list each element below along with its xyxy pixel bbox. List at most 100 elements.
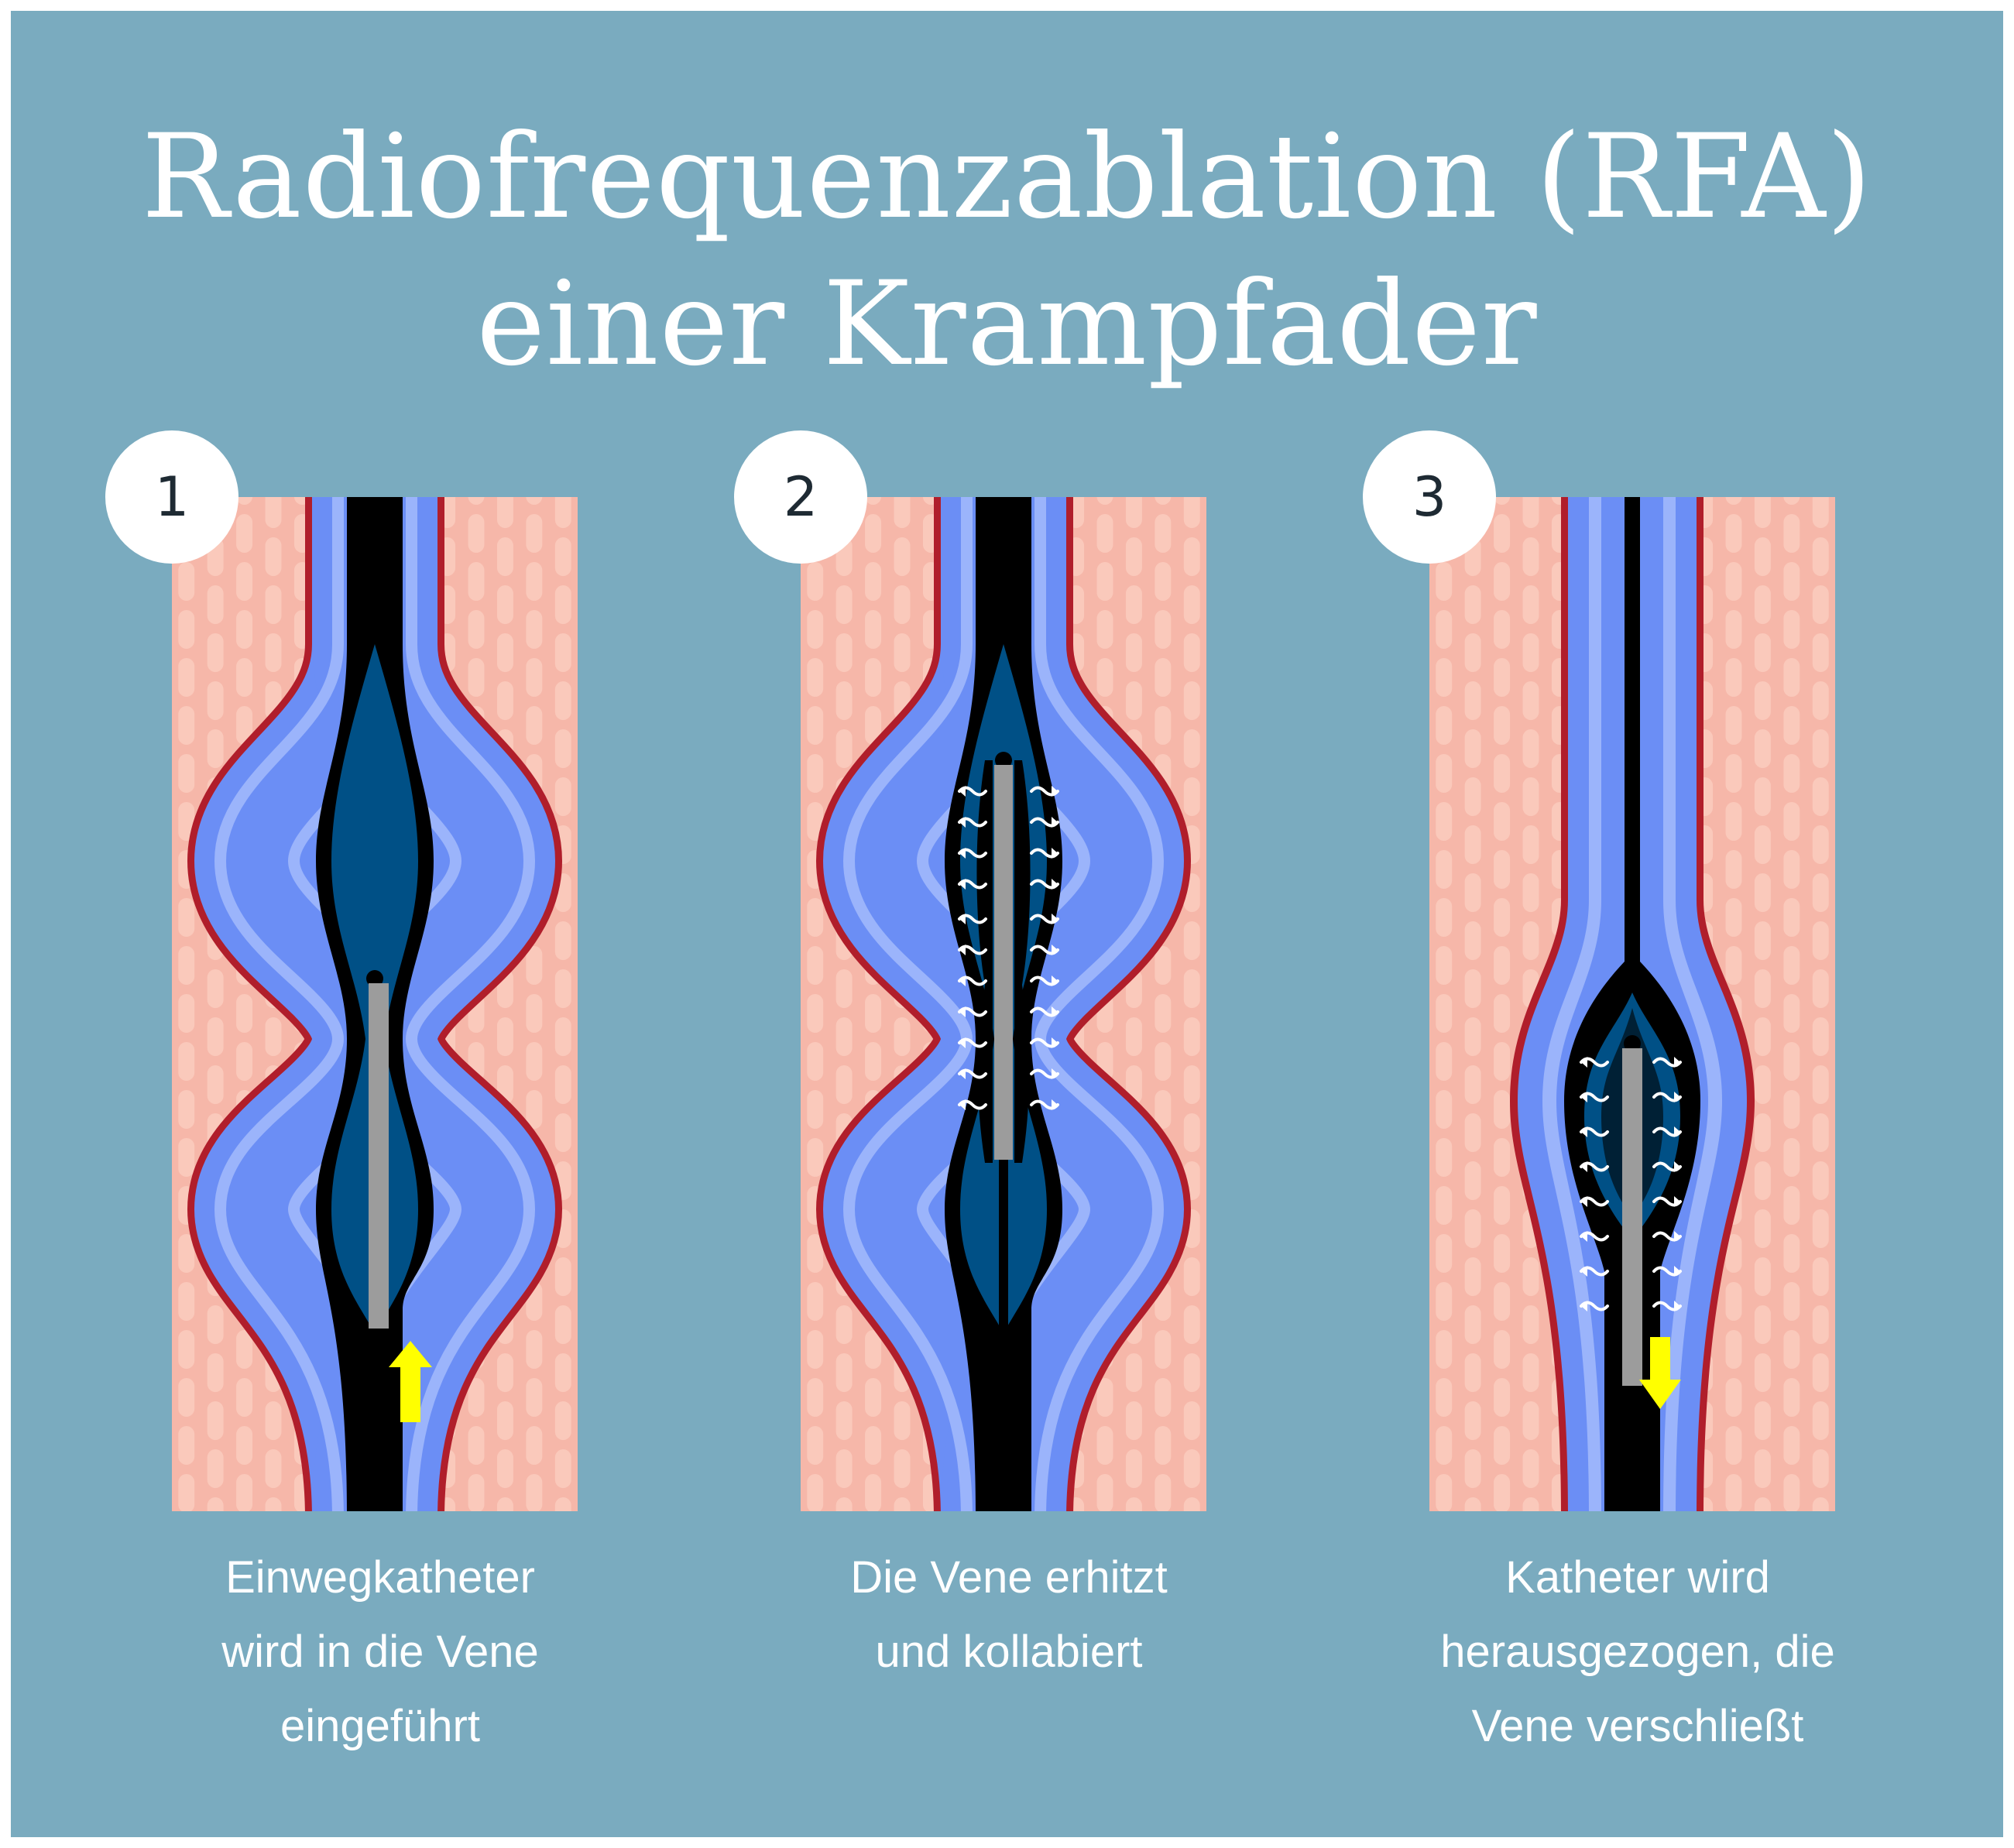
tissue-cell: [468, 562, 485, 601]
tissue-cell: [1125, 1401, 1142, 1440]
tissue-cell: [178, 1090, 195, 1129]
heat-wave-arrowhead: [1674, 1301, 1680, 1311]
tissue-cell: [178, 994, 195, 1033]
tissue-cell: [1754, 681, 1771, 720]
tissue-cell: [1725, 1378, 1742, 1417]
tissue-cell: [1436, 706, 1453, 745]
tissue-cell: [1464, 1065, 1481, 1104]
tissue-cell: [178, 610, 195, 649]
tissue-cell: [1464, 873, 1481, 912]
tissue-cell: [1783, 1378, 1800, 1417]
tissue-cell: [835, 1353, 853, 1392]
tissue-cell: [1464, 825, 1481, 864]
heat-wave-arrowhead: [1581, 1266, 1587, 1277]
heat-wave-arrowhead: [959, 817, 966, 828]
tissue-cell: [1436, 1234, 1453, 1273]
tissue-cell: [1464, 1161, 1481, 1200]
tissue-cell: [1494, 802, 1511, 841]
tissue-cell: [526, 562, 543, 601]
tissue-cell: [1754, 1353, 1771, 1392]
tissue-cell: [178, 1282, 195, 1321]
tissue-cell: [1096, 497, 1113, 505]
tissue-cell: [1183, 921, 1200, 960]
tissue-cell: [1436, 1426, 1453, 1465]
tissue-cell: [1096, 610, 1113, 649]
tissue-cell: [1754, 969, 1771, 1008]
tissue-cell: [1183, 1113, 1200, 1152]
tissue-cell: [554, 1017, 571, 1056]
tissue-cell: [554, 681, 571, 720]
tissue-cell: [1812, 537, 1829, 576]
tissue-cell: [1725, 1474, 1742, 1511]
tissue-cell: [1522, 1257, 1539, 1296]
tissue-cell: [894, 585, 911, 624]
tissue-cell: [1754, 777, 1771, 816]
caption-line: eingeführt: [280, 1701, 480, 1751]
tissue-cell: [1783, 1234, 1800, 1273]
tissue-cell: [1464, 1497, 1481, 1511]
tissue-cell: [1464, 1017, 1481, 1056]
tissue-cell: [554, 633, 571, 672]
tissue-cell: [894, 537, 911, 576]
tissue-cell: [1725, 754, 1742, 793]
tissue-cell: [835, 1497, 853, 1511]
tissue-cell: [236, 497, 253, 505]
tissue-cell: [835, 585, 853, 624]
tissue-cell: [1125, 585, 1142, 624]
tissue-cell: [1754, 1449, 1771, 1488]
heat-wave-arrowhead: [1581, 1196, 1587, 1207]
heat-wave-arrowhead: [959, 914, 966, 924]
tissue-cell: [1754, 1209, 1771, 1248]
tissue-cell: [236, 1042, 253, 1081]
tissue-cell: [1494, 946, 1511, 985]
tissue-cell: [178, 1426, 195, 1465]
tissue-cell: [1436, 1474, 1453, 1511]
tissue-cell: [1522, 1497, 1539, 1511]
step-caption: Die Vene erhitzt und kollabiert: [769, 1541, 1249, 1689]
tissue-cell: [807, 754, 824, 793]
tissue-cell: [1494, 706, 1511, 745]
heat-wave-arrowhead: [1674, 1126, 1680, 1137]
tissue-cell: [1725, 1426, 1742, 1465]
tissue-cell: [1494, 610, 1511, 649]
tissue-cell: [865, 610, 882, 649]
tissue-cell: [265, 1017, 282, 1056]
page-title: Radiofrequenzablation (RFA) einer Krampf…: [11, 104, 2003, 398]
tissue-cell: [1754, 1305, 1771, 1344]
tissue-cell: [207, 585, 224, 624]
tissue-cell: [865, 658, 882, 697]
tissue-cell: [1783, 754, 1800, 793]
tissue-cell: [865, 514, 882, 553]
tissue-cell: [1725, 946, 1742, 985]
tissue-cell: [835, 1305, 853, 1344]
tissue-cell: [1783, 658, 1800, 697]
tissue-cell: [1436, 946, 1453, 985]
tissue-cell: [236, 1426, 253, 1465]
tissue-cell: [1522, 681, 1539, 720]
step-caption: Katheter wird herausgezogen, die Vene ve…: [1398, 1541, 1878, 1764]
tissue-cell: [1464, 777, 1481, 816]
tissue-cell: [178, 658, 195, 697]
vein-illustration-2: [801, 497, 1206, 1511]
tissue-cell: [1812, 1113, 1829, 1152]
tissue-cell: [807, 706, 824, 745]
heat-wave-arrowhead: [1674, 1161, 1680, 1172]
step-panel-3: 3 Katheter wird herausgezogen, die Vene …: [1363, 430, 1992, 1751]
heat-wave-arrowhead: [1052, 1037, 1058, 1048]
tissue-cell: [496, 537, 513, 576]
tissue-cell: [865, 706, 882, 745]
tissue-cell: [1464, 1353, 1481, 1392]
tissue-cell: [265, 585, 282, 624]
tissue-cell: [207, 969, 224, 1008]
tissue-cell: [265, 633, 282, 672]
tissue-cell: [1725, 497, 1742, 505]
heat-wave-arrowhead: [1052, 817, 1058, 828]
step-panel-2: 2 Die Vene erhitzt und kollabiert: [734, 430, 1363, 1677]
heat-wave-arrowhead: [1581, 1126, 1587, 1137]
tissue-cell: [1436, 658, 1453, 697]
tissue-cell: [1183, 1065, 1200, 1104]
tissue-cell: [496, 633, 513, 672]
tissue-cell: [1183, 1449, 1200, 1488]
tissue-cell: [526, 946, 543, 985]
tissue-cell: [1464, 921, 1481, 960]
